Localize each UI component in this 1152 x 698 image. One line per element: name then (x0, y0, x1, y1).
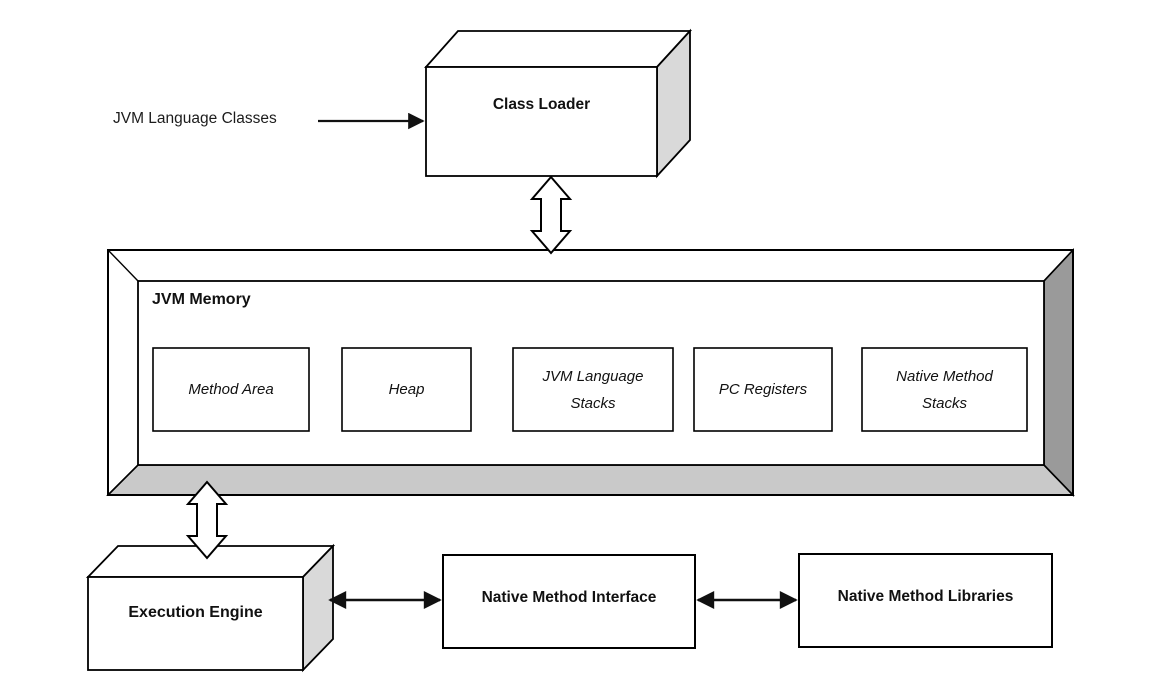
class-loader-top-face (423, 30, 693, 68)
jvm-memory-outer-box (107, 249, 1074, 496)
jvm-language-stacks-text: JVM Language Stacks (542, 367, 644, 412)
heap-box (341, 347, 472, 432)
native-method-libraries-label: Native Method Libraries (837, 587, 1014, 605)
pc-registers-label: PC Registers (718, 381, 808, 398)
jvm-memory-label: JVM Memory (152, 291, 251, 308)
native-method-stacks-box (861, 347, 1028, 432)
execution-engine-label: Execution Engine (128, 604, 263, 621)
native-method-stacks-label: Native Method Stacks (862, 348, 1027, 431)
jvm-memory-frame-right-strip (1043, 247, 1074, 497)
class-loader-front-face (425, 66, 658, 177)
native-method-stacks-text: Native Method Stacks (896, 367, 993, 412)
class-loader-label: Class Loader (492, 96, 591, 113)
jvm-memory-to-execution-engine-double-arrow (185, 480, 229, 560)
jvm-memory-frame-bottom-strip (106, 464, 1075, 496)
class-loader-to-jvm-memory-double-arrow (529, 175, 573, 255)
native-method-interface-label: Native Method Interface (481, 588, 657, 606)
frame-corner-top-right (1043, 249, 1074, 282)
jvm-language-stacks-label: JVM Language Stacks (513, 348, 673, 431)
frame-corner-bottom-left (107, 464, 139, 496)
pc-registers-box (693, 347, 833, 432)
frame-corner-top-left (107, 249, 139, 282)
heap-label: Heap (388, 381, 425, 398)
method-area-box (152, 347, 310, 432)
method-area-label: Method Area (188, 381, 274, 398)
native-method-interface-box (442, 554, 696, 649)
jvm-language-stacks-box (512, 347, 674, 432)
frame-corner-bottom-right (1043, 464, 1074, 496)
jvm-language-classes-label: JVM Language Classes (113, 110, 277, 127)
native-method-libraries-box (798, 553, 1053, 648)
execution-engine-front-face (87, 576, 304, 671)
